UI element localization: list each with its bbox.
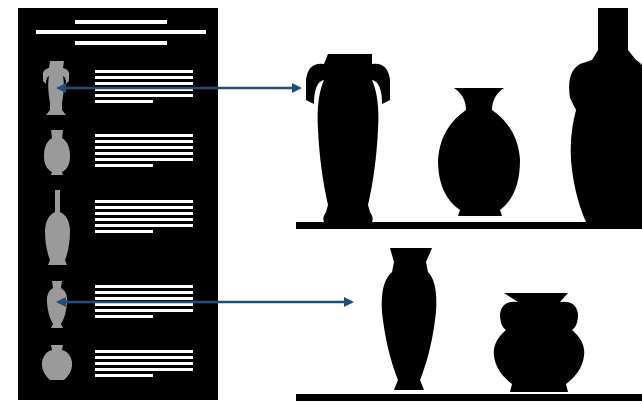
- legend-item: [41, 345, 193, 380]
- top-shelf: [296, 8, 642, 229]
- legend-item-text-lines: [95, 70, 193, 103]
- stamnos-silhouette: [493, 293, 585, 392]
- legend-item-text-lines: [95, 200, 193, 233]
- bottom-shelf: [296, 248, 642, 401]
- legend-header: [36, 20, 206, 45]
- top-shelf-board: [296, 222, 642, 229]
- connector-arrows: [56, 83, 354, 307]
- tall-amphora-silhouette: [569, 8, 642, 222]
- stamnos-icon: [41, 345, 73, 380]
- hydria-icon: [44, 130, 70, 175]
- legend-item: [45, 190, 193, 265]
- lekythos-icon: [45, 190, 70, 265]
- legend-panel-background: [18, 8, 218, 400]
- legend-item-text-lines: [95, 134, 193, 167]
- legend-item: [46, 281, 193, 328]
- amphora-silhouette: [306, 54, 390, 222]
- bottom-shelf-board: [296, 394, 642, 401]
- slender-amphora-silhouette: [381, 248, 437, 390]
- legend-item-text-lines: [95, 285, 193, 318]
- legend-panel: [18, 8, 218, 400]
- legend-item: [44, 130, 193, 175]
- globular-jar-silhouette: [438, 88, 520, 216]
- legend-item-text-lines: [95, 350, 193, 377]
